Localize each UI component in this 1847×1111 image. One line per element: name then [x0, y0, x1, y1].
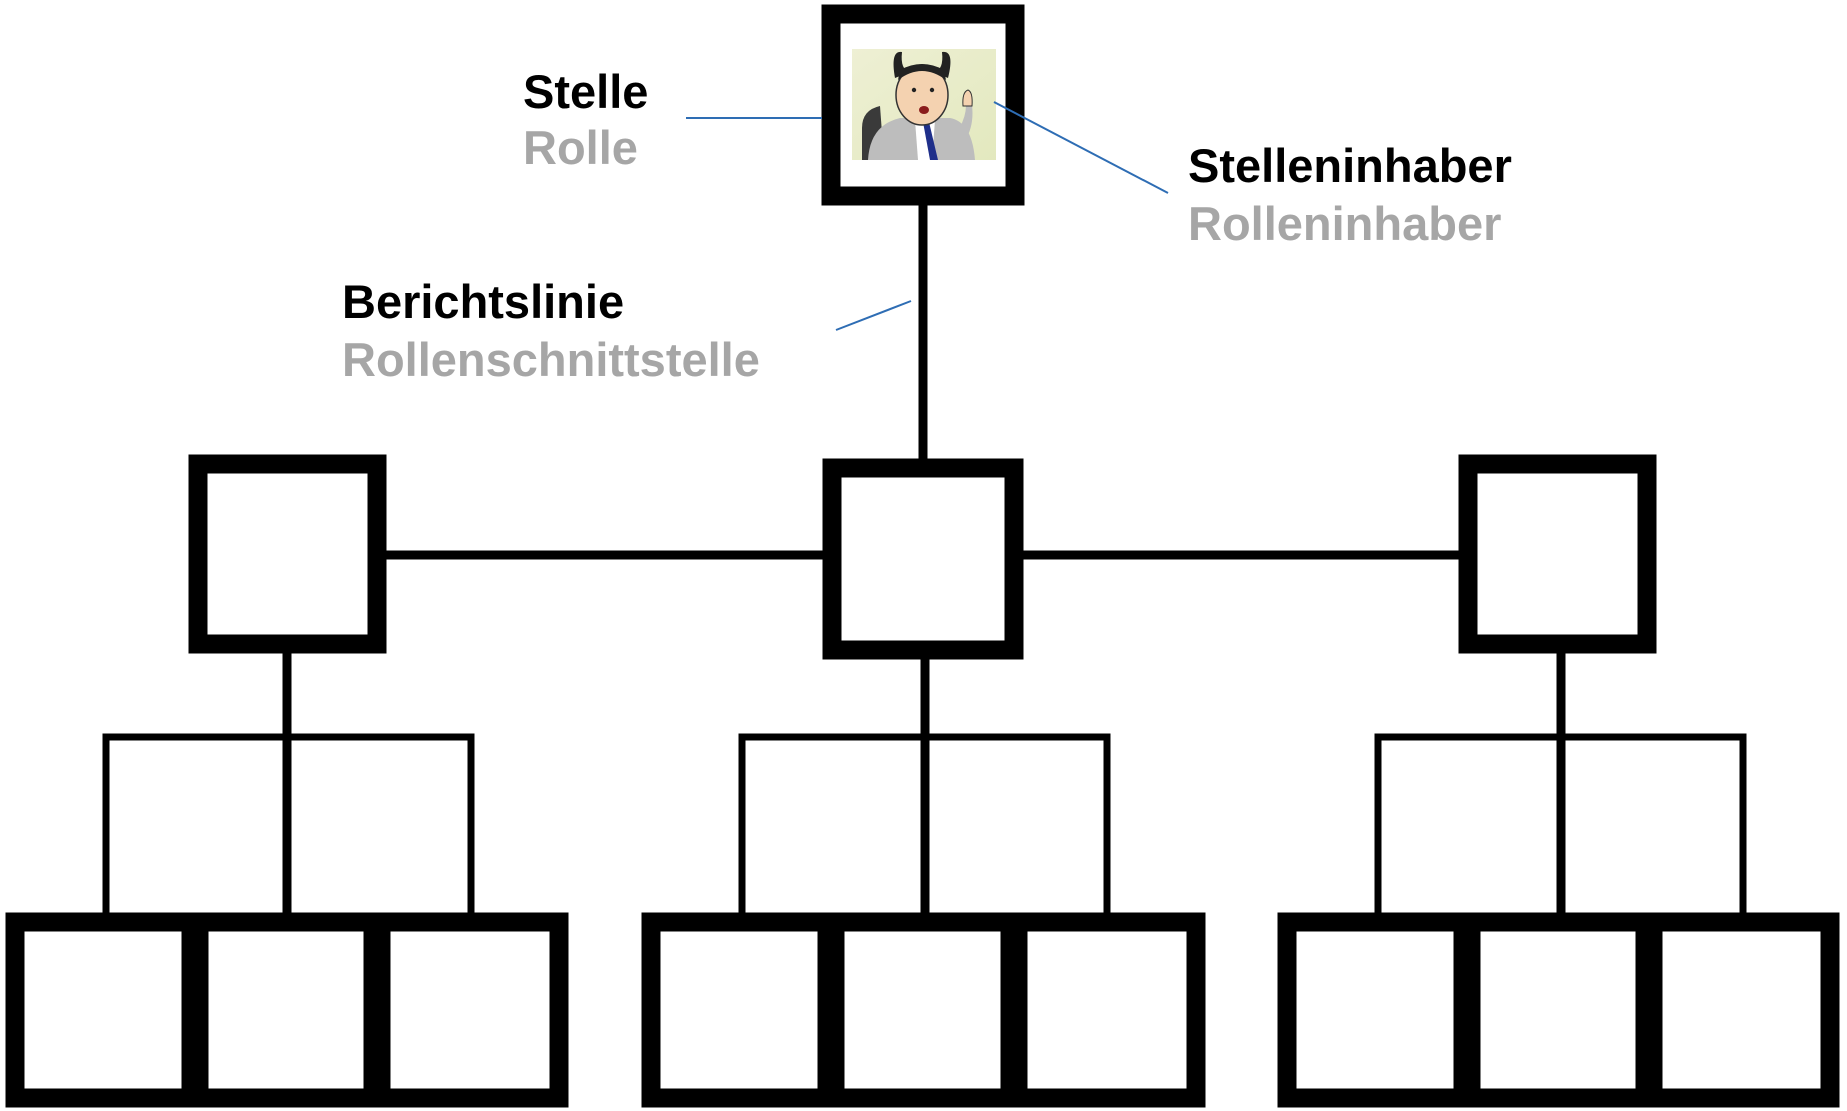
left-subtree-branch [102, 733, 475, 915]
position-subtitle: Rolle [523, 121, 638, 174]
reporting-line-title: Berichtslinie [342, 275, 624, 328]
right-subtree-branch [1374, 733, 1747, 915]
middle-left-box [188, 454, 387, 654]
reporting-line-subtitle: Rollenschnittstelle [342, 333, 760, 386]
position-title: Stelle [523, 65, 648, 118]
middle-subtree-branch [738, 733, 1111, 915]
reporting-line-pointer [835, 300, 912, 331]
bottom-left-group [5, 912, 569, 1108]
holder-title: Stelleninhaber [1188, 139, 1512, 192]
businessman-cartoon-icon [852, 49, 996, 160]
connector-lines [102, 200, 1747, 920]
holder-pointer [993, 101, 1169, 194]
holder-subtitle: Rolleninhaber [1188, 197, 1501, 250]
top-position-box [821, 4, 1025, 206]
middle-center-box [822, 458, 1024, 660]
bottom-right-group [1277, 912, 1840, 1108]
bottom-middle-group [641, 912, 1206, 1108]
middle-right-box [1458, 454, 1657, 654]
